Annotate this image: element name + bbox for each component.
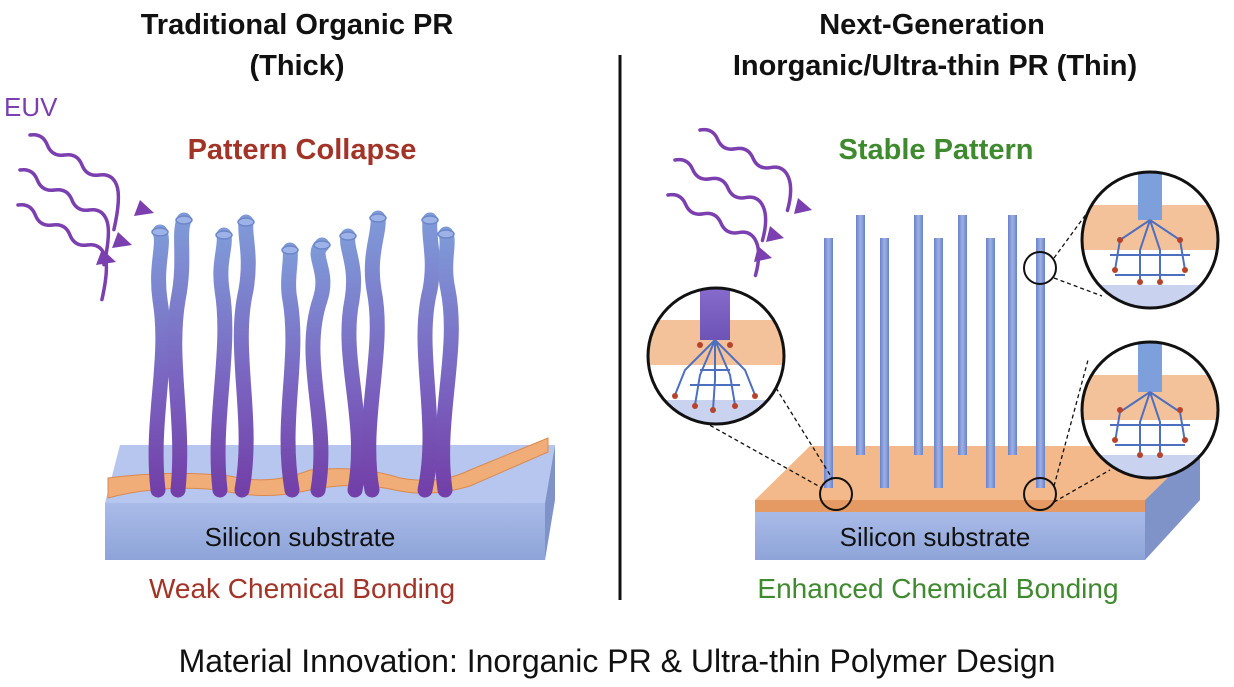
right-bonding-label: Enhanced Chemical Bonding (757, 573, 1118, 604)
caption: Material Innovation: Inorganic PR & Ultr… (179, 643, 1056, 679)
collapsed-pillar-caps (151, 213, 455, 255)
zoom-circle-left (646, 286, 786, 426)
left-bonding-label: Weak Chemical Bonding (149, 573, 455, 604)
collapsed-pillars (148, 210, 459, 498)
right-title-line2: Inorganic/Ultra-thin PR (Thin) (733, 50, 1137, 82)
zoom-leader-lines (703, 197, 1111, 503)
euv-arrows-left (16, 132, 121, 302)
euv-arrowheads-left (96, 200, 154, 265)
left-title-line1: Traditional Organic PR (141, 9, 454, 41)
left-status-label: Pattern Collapse (188, 134, 417, 166)
euv-label: EUV (4, 92, 58, 122)
right-title-line1: Next-Generation (819, 9, 1045, 41)
zoom-circle-right-bottom (1080, 340, 1220, 480)
euv-arrows-right (666, 127, 793, 278)
right-substrate-label: Silicon substrate (840, 522, 1031, 552)
zoom-markers (819, 251, 1057, 511)
euv-arrowheads-right (754, 198, 812, 262)
right-status-label: Stable Pattern (839, 134, 1034, 166)
zoom-circle-right-top (1080, 170, 1220, 310)
left-title-line2: (Thick) (249, 50, 344, 82)
left-substrate-label: Silicon substrate (205, 522, 396, 552)
stable-pillars (824, 215, 1045, 488)
